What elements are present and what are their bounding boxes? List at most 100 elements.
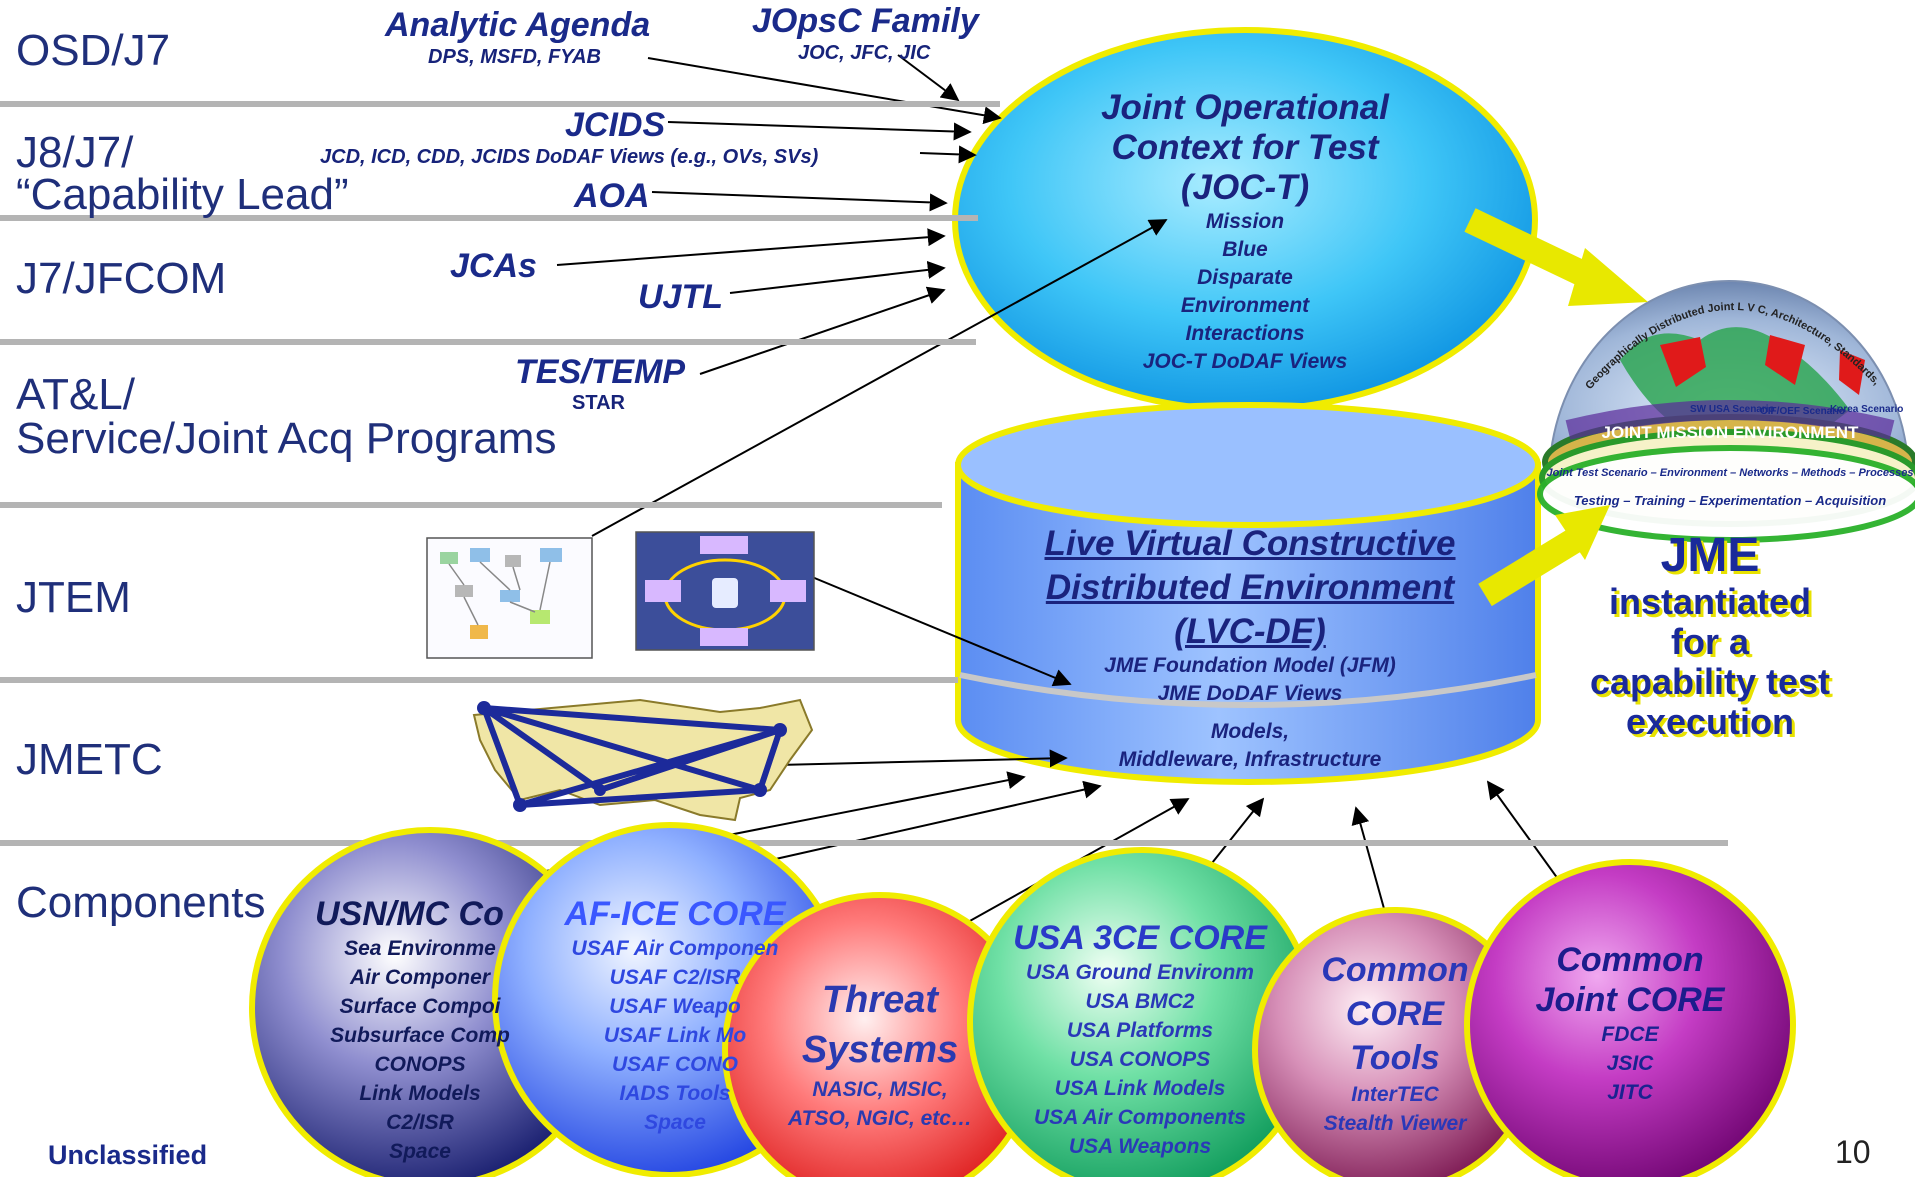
common-joint-item: JITC (1607, 1081, 1653, 1104)
separator (0, 840, 1728, 846)
af-title: AF-ICE CORE (564, 895, 786, 933)
joct-item: Disparate (1197, 266, 1293, 289)
common-joint-title-2: Joint CORE (1535, 981, 1725, 1019)
input-jcids: JCIDS (565, 106, 666, 144)
joct-item: Interactions (1185, 322, 1305, 345)
org-j8-line2: “Capability Lead” (16, 170, 349, 219)
yellow-arrow-joct-to-globe (1464, 208, 1648, 306)
jtem-model-thumbnail (426, 537, 593, 659)
svg-text:SW USA Scenario: SW USA Scenario (1690, 404, 1775, 415)
org-jtem: JTEM (16, 573, 131, 622)
af-item: IADS Tools (619, 1082, 731, 1105)
usn-title: USN/MC Co (315, 895, 504, 933)
input-analytic-agenda: Analytic Agenda (385, 6, 651, 44)
common-joint-item: JSIC (1606, 1052, 1654, 1075)
separator (0, 215, 978, 221)
af-core-text: AF-ICE CORE USAF Air Componen USAF C2/IS… (540, 894, 810, 1144)
af-item: USAF Weapo (609, 995, 741, 1018)
lvcde-item: Models, (1210, 720, 1290, 743)
usa-item: USA Ground Environm (1026, 961, 1254, 984)
input-jopsc-family: JOpsC Family (752, 2, 979, 40)
usn-item: Link Models (359, 1082, 481, 1105)
input-star: STAR (572, 392, 625, 414)
usn-item: CONOPS (374, 1053, 466, 1076)
af-item: USAF C2/ISR (609, 966, 741, 989)
common-tools-item: Stealth Viewer (1323, 1112, 1467, 1135)
joct-title-3: (JOC-T) (1180, 168, 1310, 207)
lvcde-text: Live Virtual Constructive Distributed En… (1000, 524, 1500, 774)
usn-item: Air Componer (349, 966, 490, 989)
jme-line: for a (1670, 621, 1749, 662)
common-joint-title-1: Common (1556, 941, 1704, 979)
af-item: Space (644, 1111, 706, 1134)
usn-item: C2/ISR (386, 1111, 454, 1134)
joct-title-2: Context for Test (1111, 128, 1379, 167)
joct-item: JOC-T DoDAF Views (1142, 350, 1348, 373)
separator (0, 677, 958, 683)
jme-line: capability test (1589, 661, 1831, 702)
usa-item: USA Weapons (1068, 1135, 1212, 1158)
usn-item: Surface Compoi (339, 995, 501, 1018)
lvcde-title-3: (LVC-DE) (1174, 612, 1326, 651)
threat-item: NASIC, MSIC, (812, 1078, 948, 1101)
common-tools-title-2: CORE (1345, 995, 1445, 1033)
common-joint-item: FDCE (1601, 1023, 1659, 1046)
usa-item: USA BMC2 (1085, 990, 1195, 1013)
svg-text:Joint Test Scenario – Environm: Joint Test Scenario – Environment – Netw… (1547, 467, 1914, 479)
classification-label: Unclassified (48, 1140, 208, 1170)
svg-text:OIF/OEF Scenario: OIF/OEF Scenario (1760, 406, 1845, 417)
usn-item: Subsurface Comp (330, 1024, 510, 1047)
af-item: USAF CONO (612, 1053, 738, 1076)
svg-text:Korea Scenario: Korea Scenario (1830, 404, 1903, 415)
org-j7-jfcom: J7/JFCOM (16, 254, 227, 303)
common-tools-title-3: Tools (1350, 1039, 1440, 1077)
lvcde-item: Middleware, Infrastructure (1118, 748, 1382, 771)
input-analytic-agenda-sub: DPS, MSFD, FYAB (428, 46, 601, 68)
jme-title: JME (1660, 529, 1760, 582)
separator (0, 339, 976, 345)
jme-line: execution (1625, 701, 1795, 742)
input-jcas: JCAs (450, 247, 537, 285)
joct-item: Blue (1222, 238, 1268, 261)
af-item: USAF Link Mo (603, 1024, 747, 1047)
joct-item: Mission (1205, 210, 1285, 233)
input-ujtl: UJTL (638, 278, 723, 316)
usn-core-text: USN/MC Co Sea Environme Air Componer Sur… (270, 894, 570, 1176)
common-tools-title-1: Common (1321, 951, 1469, 989)
lvcde-title-2: Distributed Environment (1045, 568, 1455, 607)
org-components: Components (16, 878, 266, 927)
usa-item: USA Platforms (1066, 1019, 1214, 1042)
usn-item: Space (389, 1140, 451, 1163)
svg-text:Testing – Training – Experimen: Testing – Training – Experimentation – A… (1574, 493, 1886, 508)
usa-item: USA Link Models (1054, 1077, 1226, 1100)
usa-core-text: USA 3CE CORE USA Ground Environm USA BMC… (985, 918, 1295, 1168)
lvcde-title-1: Live Virtual Constructive (1044, 524, 1456, 563)
af-item: USAF Air Componen (571, 937, 779, 960)
common-joint-text: Common Joint CORE FDCE JSIC JITC (1500, 940, 1760, 1107)
lvcde-item: JME DoDAF Views (1157, 682, 1343, 705)
threat-text: Threat Systems NASIC, MSIC, ATSO, NGIC, … (755, 975, 1005, 1133)
usa-title: USA 3CE CORE (1013, 919, 1267, 957)
jme-caption: JME instantiated for a capability test e… (1560, 530, 1860, 742)
common-tools-text: Common CORE Tools InterTEC Stealth Viewe… (1285, 948, 1505, 1138)
us-network-map (472, 698, 814, 822)
usn-item: Sea Environme (344, 937, 496, 960)
separator (0, 101, 1000, 107)
page-number: 10 (1835, 1134, 1871, 1170)
usa-item: USA CONOPS (1069, 1048, 1211, 1071)
lvcde-item: JME Foundation Model (JFM) (1104, 654, 1396, 677)
threat-item: ATSO, NGIC, etc… (788, 1107, 972, 1130)
org-osd-j7: OSD/J7 (16, 26, 171, 75)
separator (0, 502, 942, 508)
common-joint-circle (1464, 859, 1796, 1177)
lvcde-cylinder (955, 402, 1541, 785)
org-jmetc: JMETC (16, 735, 163, 784)
input-aoa: AOA (574, 177, 650, 215)
threat-title-2: Systems (801, 1029, 959, 1071)
svg-text:JOINT MISSION ENVIRONMENT: JOINT MISSION ENVIRONMENT (1602, 423, 1860, 442)
input-jopsc-family-sub: JOC, JFC, JIC (798, 42, 931, 64)
threat-title-1: Threat (821, 979, 939, 1021)
jtem-process-thumbnail (635, 531, 815, 651)
